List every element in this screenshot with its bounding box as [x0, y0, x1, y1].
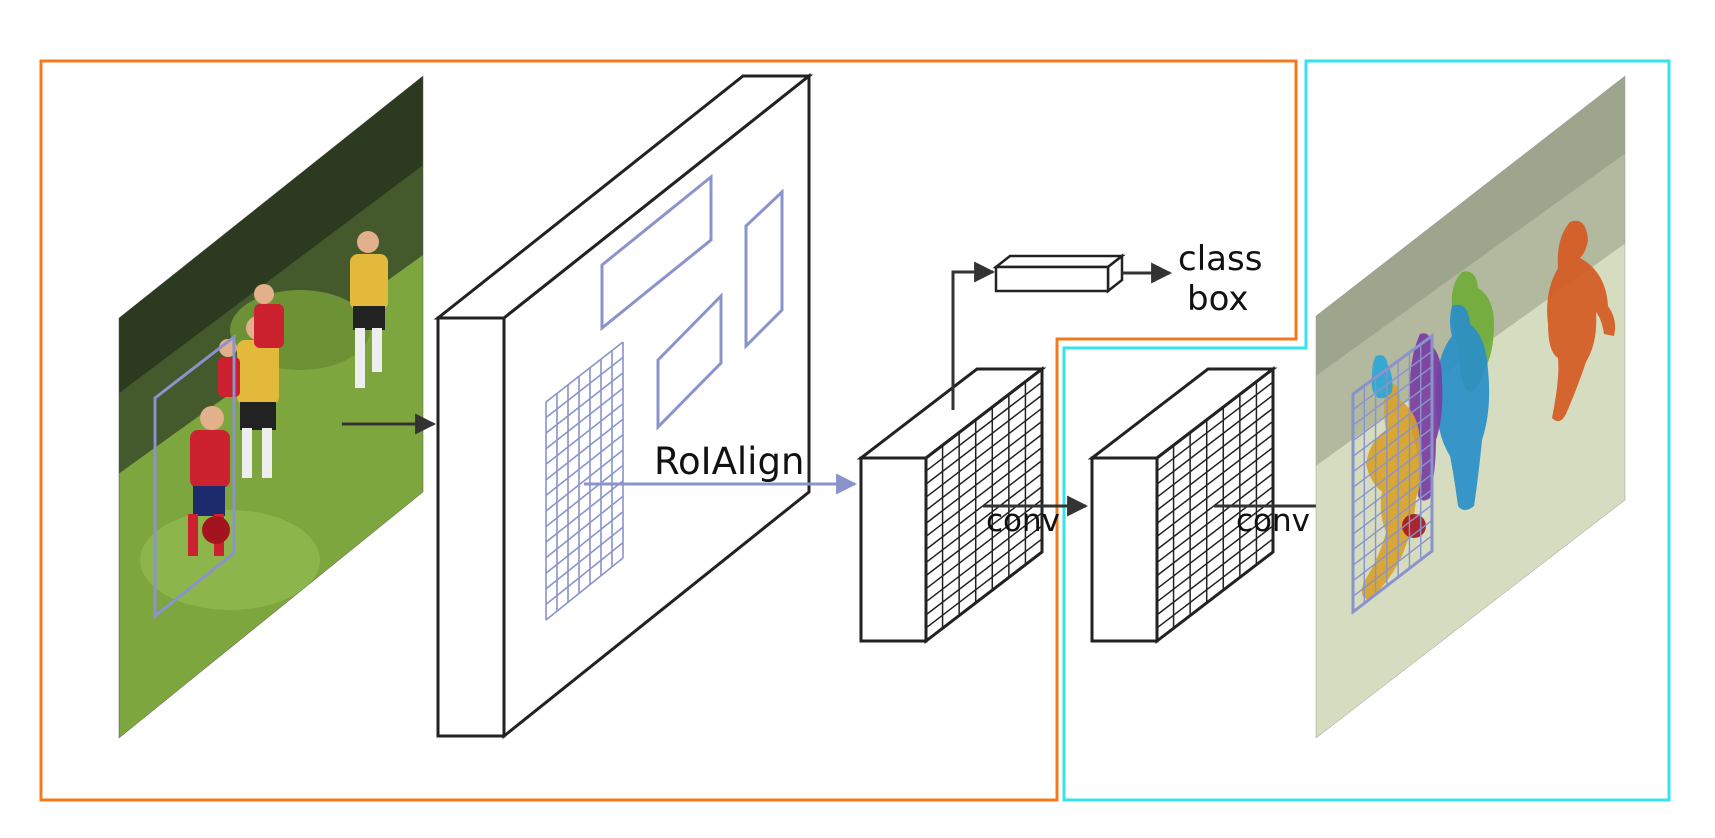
conv-label-1: conv [986, 503, 1060, 539]
out-grid-hline [1352, 504, 1433, 566]
cube2-grid-hline [1156, 381, 1274, 472]
player-red-1 [188, 406, 230, 556]
mask-person-gold [1361, 383, 1423, 600]
out-grid-hline [1352, 535, 1433, 597]
cube2-grid-hline [1156, 407, 1274, 498]
roi-grid-hline [545, 403, 624, 465]
mask-ball [1402, 514, 1426, 538]
cube2-grid-hline [1156, 525, 1274, 616]
out-grid-hline [1352, 519, 1433, 582]
cube1-grid-hline [925, 551, 1043, 642]
roi-grid-hline [545, 418, 624, 481]
input-image-border [118, 75, 424, 739]
roi-grid-hline [545, 495, 624, 559]
roi-proposal-1 [600, 173, 713, 332]
roi-proposal-2 [744, 188, 784, 350]
out-grid-hline [1352, 335, 1433, 395]
cube1-grid-hline [925, 420, 1043, 511]
roi-grid-hline [545, 372, 624, 434]
output-image [1316, 76, 1625, 738]
mask-person-blue [1436, 304, 1490, 510]
cube1-grid-hline [925, 446, 1043, 538]
branch-to-head [951, 261, 996, 410]
input-image [119, 76, 423, 738]
mask-person-orange [1547, 220, 1616, 422]
cube2-grid-hline [1156, 368, 1274, 459]
roi-grid-hline [545, 511, 624, 574]
cube1-grid-hline [925, 525, 1043, 616]
out-grid-hline [1352, 458, 1433, 520]
cube2-grid-hline [1156, 499, 1274, 590]
cube1-grid-hline [925, 368, 1043, 459]
out-grid-hline [1352, 427, 1433, 488]
roi-grid-hline [545, 557, 624, 621]
cube2-grid-hline [1156, 446, 1274, 538]
roi-proposal-3 [656, 292, 723, 431]
out-grid-hline [1352, 350, 1433, 411]
roi-grid-hline [545, 541, 624, 606]
conv-label-2: conv [1236, 503, 1310, 539]
input-roi-box [153, 333, 236, 620]
out-grid-hline [1352, 412, 1433, 473]
output-image-border [1315, 75, 1626, 739]
out-grid-hline [1352, 381, 1433, 442]
player-red-2 [254, 284, 284, 348]
roi-grid-hline [545, 526, 624, 590]
roi-grid-hline [545, 387, 624, 450]
player-yellow-1 [237, 316, 279, 478]
out-grid-hline [1352, 396, 1433, 457]
cube2-grid-hline [1156, 551, 1274, 642]
out-grid-hline [1352, 473, 1433, 535]
backbone-frame [39, 59, 1298, 802]
out-grid-hline [1352, 550, 1433, 613]
cube1-grid-hline [925, 499, 1043, 590]
out-grid-hline [1352, 442, 1433, 504]
cube-1-grid [925, 368, 1043, 642]
cube1-grid-hline [925, 381, 1043, 472]
class-label: class [1178, 239, 1262, 279]
roi-grid-hline [545, 464, 624, 528]
roi-grid [545, 341, 624, 621]
out-grid-hline [1352, 366, 1433, 426]
cube2-grid-hline [1156, 394, 1274, 485]
player-yellow-2 [350, 231, 388, 388]
cube2-grid-hline [1156, 486, 1274, 577]
fc-layer [992, 253, 1126, 294]
cube1-grid-hline [925, 394, 1043, 485]
roi-grid-hline [545, 341, 624, 403]
roi-grid-hline [545, 356, 624, 419]
cube2-grid-hline [1156, 420, 1274, 511]
cube1-grid-hline [925, 472, 1043, 564]
roi-grid-hline [545, 449, 624, 512]
mask-feature-cube-2 [1087, 365, 1278, 645]
output-roi-grid [1352, 335, 1433, 613]
cube2-grid-hline [1156, 538, 1274, 629]
roi-grid-hline [545, 433, 624, 497]
cube-2-grid [1156, 368, 1274, 642]
out-grid-hline [1352, 489, 1433, 551]
cube2-grid-hline [1156, 433, 1274, 524]
cube2-grid-hline [1156, 512, 1274, 603]
cube1-grid-hline [925, 486, 1043, 577]
roi-grid-hline [545, 480, 624, 543]
box-label: box [1187, 279, 1248, 319]
cube2-grid-hline [1156, 472, 1274, 564]
cube1-grid-hline [925, 407, 1043, 498]
cube1-grid-hline [925, 433, 1043, 524]
cube1-grid-hline [925, 512, 1043, 603]
cube1-grid-hline [925, 538, 1043, 629]
roialign-label: RoIAlign [654, 440, 804, 483]
mask-head-frame [1062, 59, 1671, 802]
